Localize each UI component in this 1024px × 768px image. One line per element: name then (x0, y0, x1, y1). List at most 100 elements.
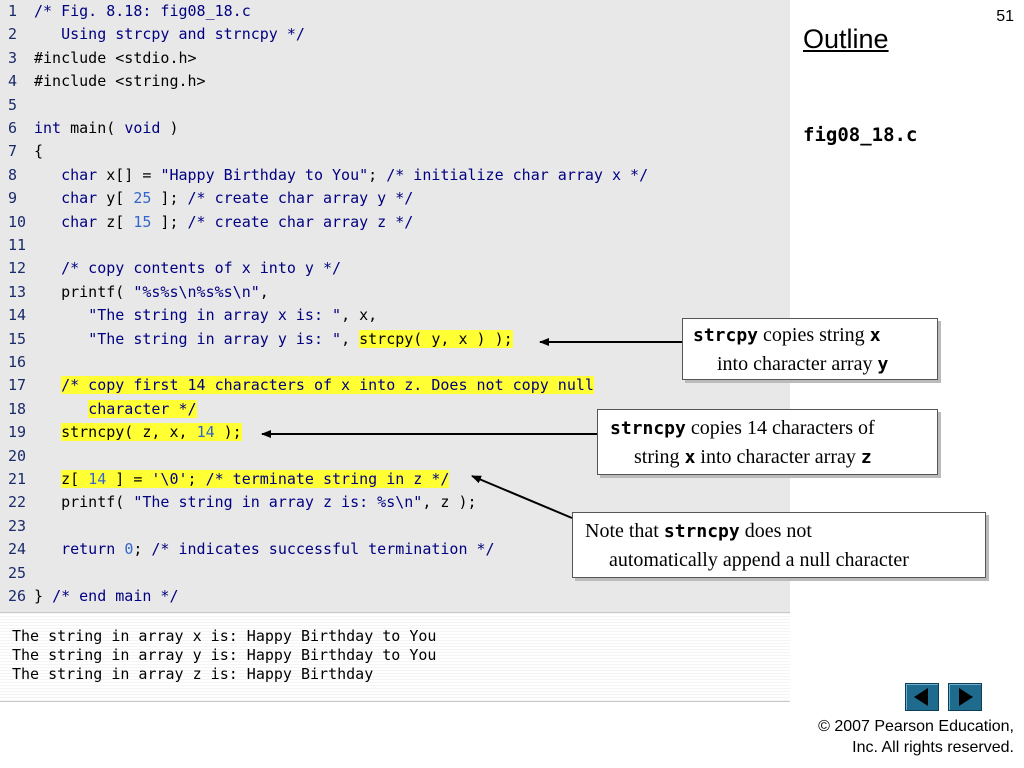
line-number: 8 (8, 165, 18, 184)
code-token: strcpy( y, x ) ); (359, 329, 513, 348)
code-token (34, 213, 61, 231)
code-token: #include <stdio.h> (34, 48, 197, 67)
code-text: character */ (34, 398, 197, 421)
line-number: 1 (8, 2, 18, 20)
callout-text: copies 14 characters of (685, 417, 875, 439)
line-number: 15 (8, 329, 27, 348)
code-token: , (259, 282, 269, 301)
code-token: z[ (97, 212, 134, 231)
code-token: /* Fig. 8.18: fig08_18.c (34, 2, 251, 20)
code-token: , x, (341, 306, 378, 325)
code-text: char z[ 15 ]; /* create char array z */ (34, 211, 413, 234)
line-number: 14 (8, 306, 27, 325)
code-token (34, 330, 88, 348)
code-token: void (124, 119, 161, 137)
code-token: /* end main */ (52, 587, 179, 605)
line-number: 22 (8, 493, 27, 512)
next-slide-button[interactable] (948, 683, 982, 711)
code-text: "The string in array x is: ", x, (34, 304, 377, 327)
code-token: '\0' (151, 470, 188, 488)
code-text: printf( "%s%s\n%s%s\n", (34, 281, 269, 304)
callout-code: x (869, 325, 881, 346)
code-token: ]; (151, 189, 188, 208)
code-text: #include <stdio.h> (34, 47, 197, 70)
previous-slide-button[interactable] (905, 683, 939, 711)
code-token: "The string in array x is: " (88, 306, 342, 325)
code-token: ]; (151, 212, 188, 231)
code-token: printf( (34, 282, 134, 301)
line-number: 2 (8, 25, 18, 44)
line-number: 23 (8, 516, 27, 535)
code-token: ; (368, 165, 387, 184)
code-token: 25 (133, 189, 152, 208)
code-token: 14 (196, 423, 215, 442)
callout-text: Note that (585, 520, 664, 542)
code-token (34, 540, 61, 558)
callout-code: strcpy (693, 325, 759, 346)
output-line-1: The string in array x is: Happy Birthday… (12, 627, 437, 645)
code-token (34, 400, 88, 418)
line-number: 9 (8, 189, 18, 208)
code-token: /* copy first 14 characters of x into z.… (61, 376, 594, 395)
callout-code: strncpy (663, 521, 740, 542)
code-token: /* indicates successful termination */ (151, 540, 495, 559)
code-token: int (34, 119, 62, 137)
code-token: strncpy( z, x, (61, 423, 197, 442)
copyright-line-1: © 2007 Pearson Education, (818, 718, 1014, 735)
code-text: int main( void ) (34, 117, 179, 140)
callout-text: does not (739, 520, 812, 542)
code-token: { (34, 142, 44, 161)
outline-link[interactable]: Outline (803, 24, 889, 54)
code-token: 0 (124, 540, 134, 559)
code-token: "The string in array z is: %s\n" (133, 493, 423, 512)
code-token (34, 423, 61, 441)
code-token: /* create char array z */ (187, 212, 414, 231)
code-token: z[ (61, 470, 89, 488)
output-line-3: The string in array z is: Happy Birthday (12, 665, 374, 683)
code-token: return (61, 540, 116, 559)
code-token: "%s%s\n%s%s\n" (133, 282, 260, 301)
line-number: 6 (8, 119, 18, 137)
code-token: char (61, 165, 98, 184)
code-token: ; (187, 470, 206, 488)
code-token: char (61, 189, 98, 208)
code-token: /* initialize char array x */ (386, 165, 649, 184)
code-token: ] = (106, 470, 152, 488)
callout-text: copies string (758, 324, 870, 346)
line-number: 17 (8, 376, 27, 395)
line-number: 19 (8, 423, 27, 442)
code-token: , (341, 329, 360, 348)
code-text: char x[] = "Happy Birthday to You"; /* i… (34, 164, 648, 187)
line-number: 5 (8, 95, 18, 114)
code-token (34, 189, 61, 207)
code-text: /* Fig. 8.18: fig08_18.c (34, 0, 251, 23)
line-number: 10 (8, 212, 27, 231)
code-token: ) (160, 119, 179, 137)
program-output-panel: The string in array x is: Happy Birthday… (0, 612, 790, 702)
output-line-2: The string in array y is: Happy Birthday… (12, 646, 437, 664)
line-number: 7 (8, 142, 18, 161)
code-text: /* copy first 14 characters of x into z.… (34, 374, 594, 397)
code-token: x[] = (97, 165, 161, 184)
previous-slide-icon (914, 688, 928, 706)
code-token (34, 306, 88, 324)
code-token: #include <string.h> (34, 72, 206, 91)
code-token: /* create char array y */ (187, 189, 414, 208)
code-token: } (34, 587, 53, 605)
line-number: 11 (8, 236, 27, 254)
code-token: y[ (97, 189, 134, 208)
copyright-line-2: Inc. All rights reserved. (852, 739, 1014, 756)
code-token: Using strcpy and strncpy */ (34, 25, 305, 44)
line-number: 13 (8, 282, 27, 301)
code-panel: 1 /* Fig. 8.18: fig08_18.c 2 Using strcpy … (0, 0, 790, 612)
code-text: strncpy( z, x, 14 ); (34, 421, 242, 444)
line-number: 20 (8, 446, 27, 465)
callout-text: automatically append a null character (609, 549, 909, 571)
code-token (115, 540, 124, 558)
strcpy-callout: strcpy copies string x into character ar… (682, 318, 938, 380)
code-text: return 0; /* indicates successful termin… (34, 538, 495, 561)
copyright-notice: © 2007 Pearson Education, Inc. All right… (818, 716, 1014, 758)
code-text: z[ 14 ] = '\0'; /* terminate string in z… (34, 468, 450, 491)
code-token: char (61, 212, 98, 231)
callout-code: z (860, 447, 872, 468)
